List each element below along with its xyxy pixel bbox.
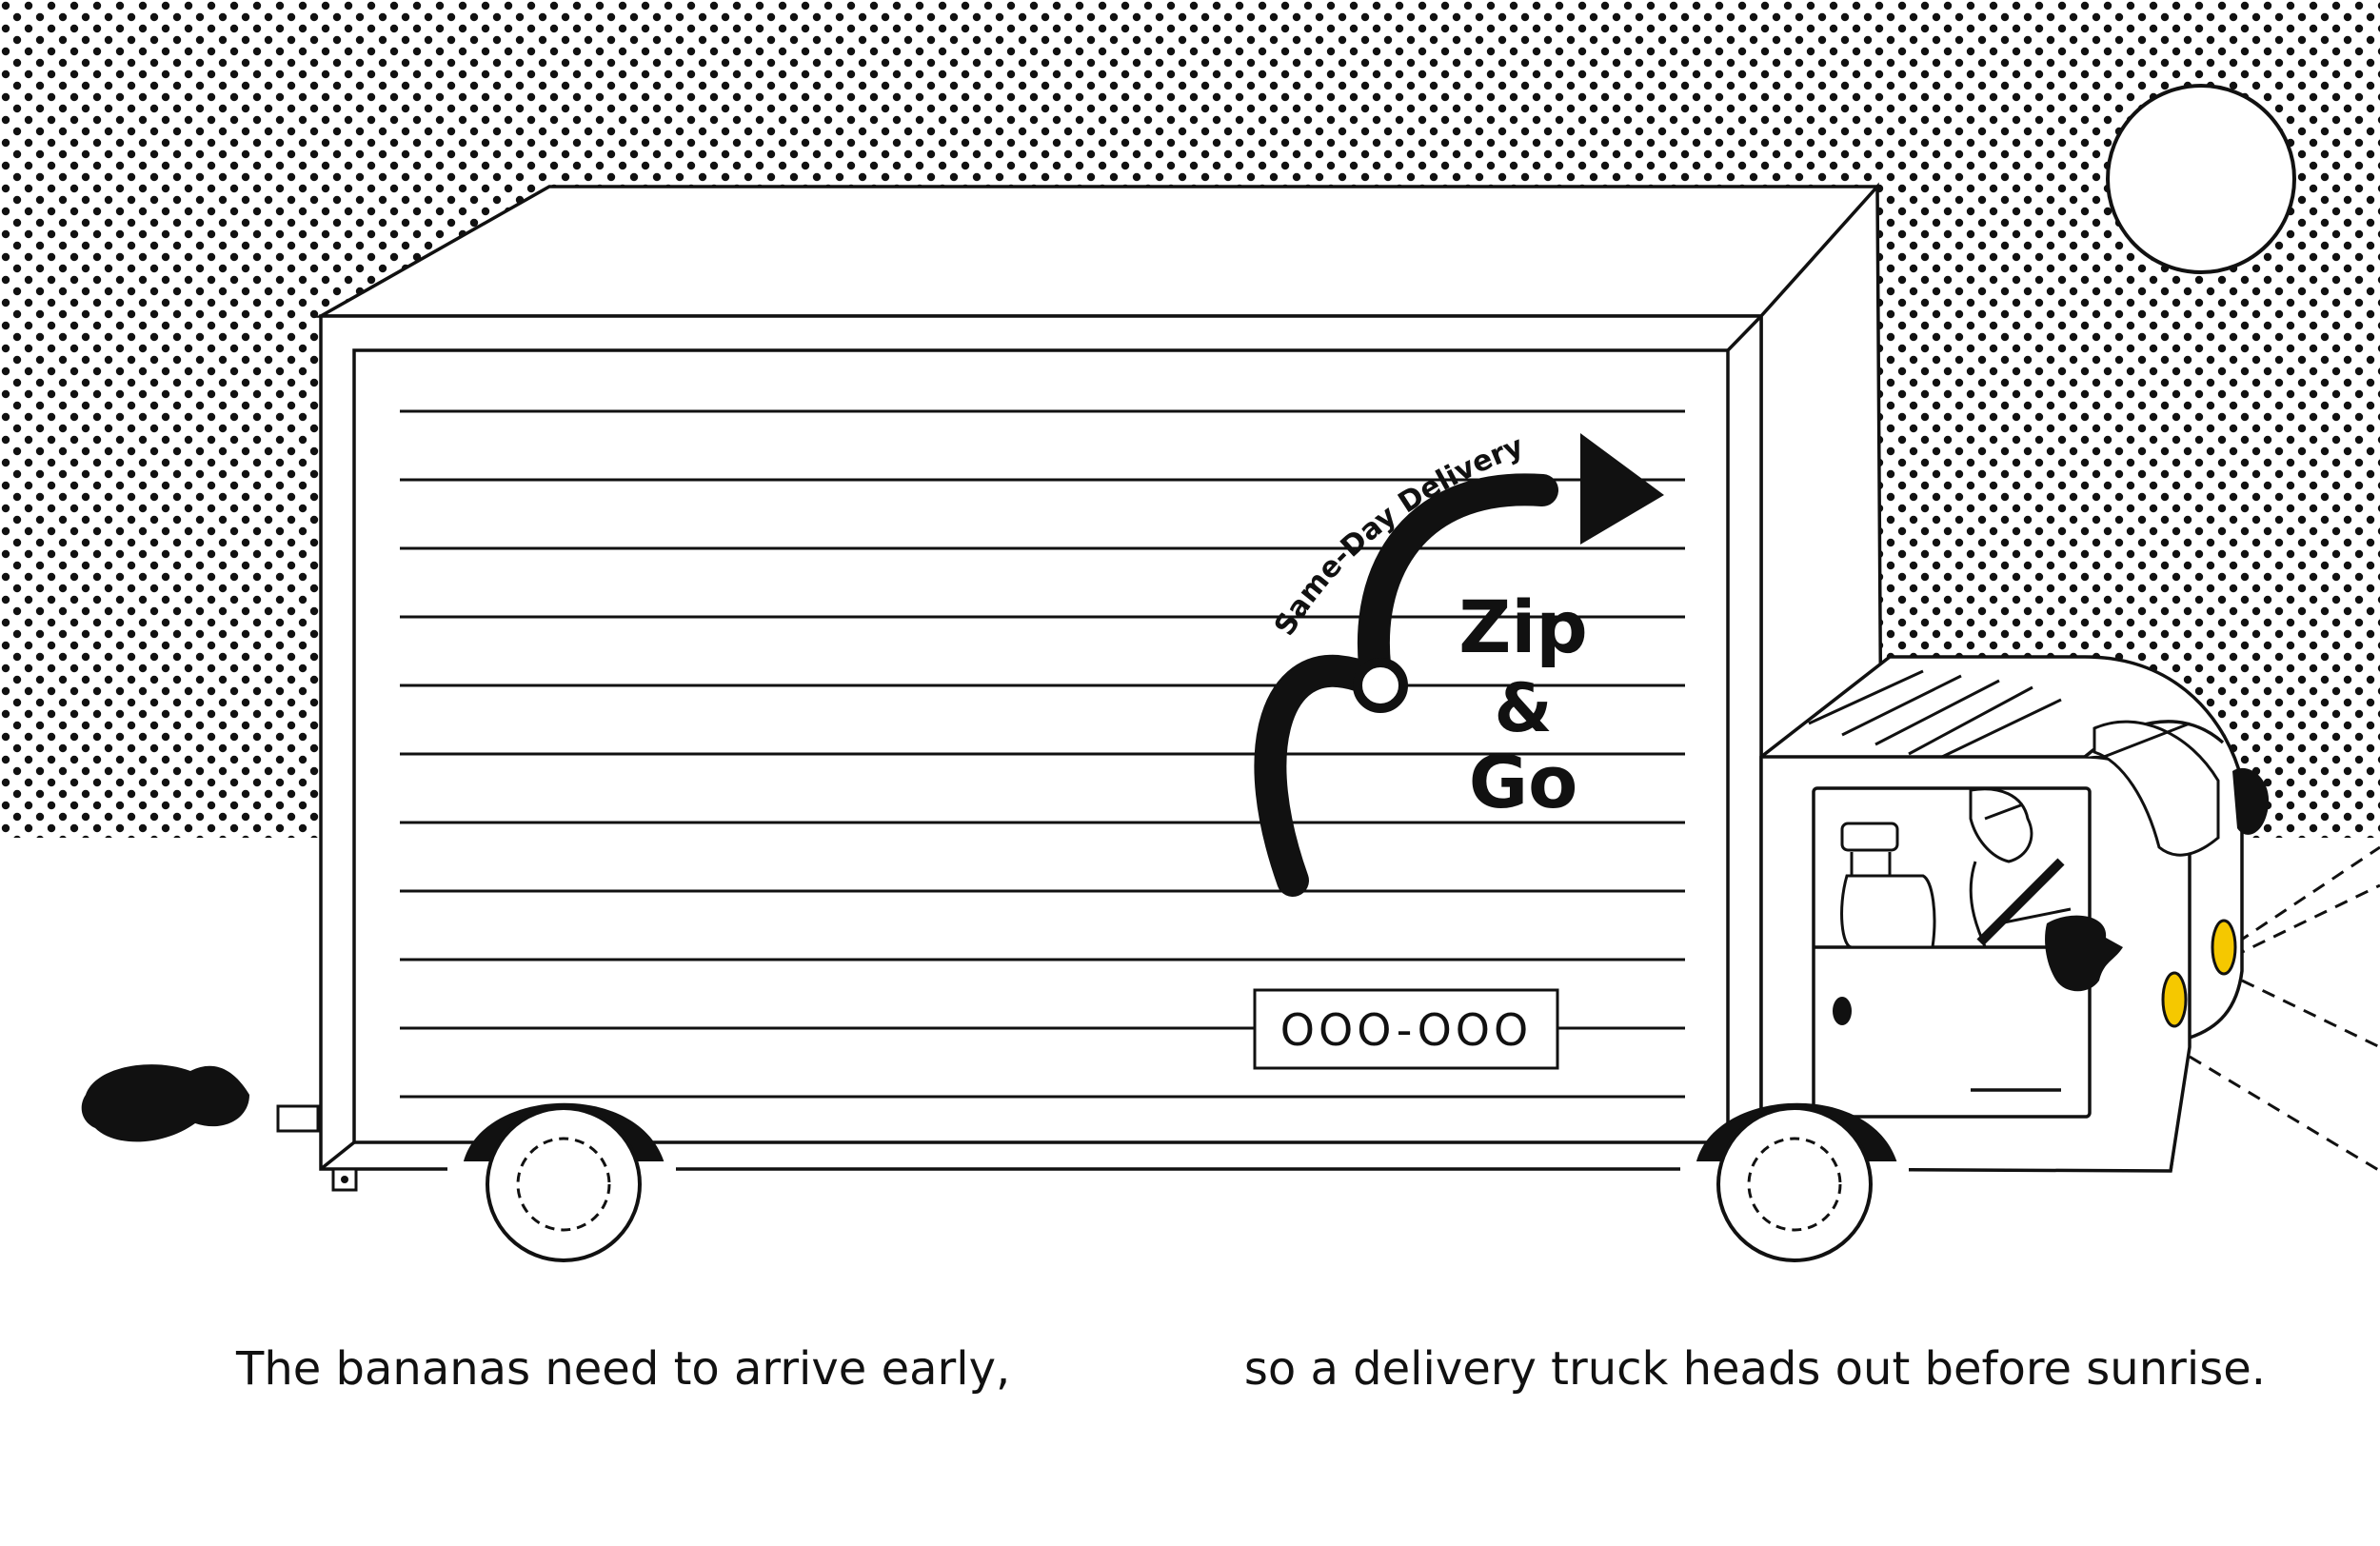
steering-hand (2045, 915, 2123, 992)
rear-wheel (447, 1102, 676, 1262)
caption-left: The bananas need to arrive early, (236, 1342, 1011, 1396)
brand-line-1: Zip (1458, 585, 1588, 669)
logo-arrow (1254, 433, 1664, 897)
cargo-box (314, 182, 1885, 1173)
caption-right: so a delivery truck heads out before sun… (1243, 1342, 2266, 1396)
cab-roof-slats (1808, 669, 2062, 759)
truck-cab (1759, 655, 2244, 1173)
headlight-side (2161, 971, 2188, 1028)
exhaust-smoke (81, 1064, 250, 1142)
windshield (2092, 720, 2220, 857)
cargo-panel-lines (400, 409, 1685, 1099)
phone-number: OOO-OOO (1280, 1004, 1532, 1056)
sun (2106, 84, 2296, 274)
brand-logo: Zip & Go (1458, 585, 1588, 824)
driver (1840, 787, 2072, 949)
exhaust-pipe (276, 1104, 320, 1133)
headlight-front (2211, 919, 2237, 976)
brand-line-3: Go (1469, 740, 1578, 824)
door-handle (1833, 997, 1852, 1025)
front-wheel (1680, 1102, 1909, 1262)
brand-line-2: & (1494, 669, 1552, 747)
headlight-beams (2189, 845, 2380, 1173)
phone-plate (1253, 988, 1559, 1070)
side-mirror (2232, 767, 2270, 835)
